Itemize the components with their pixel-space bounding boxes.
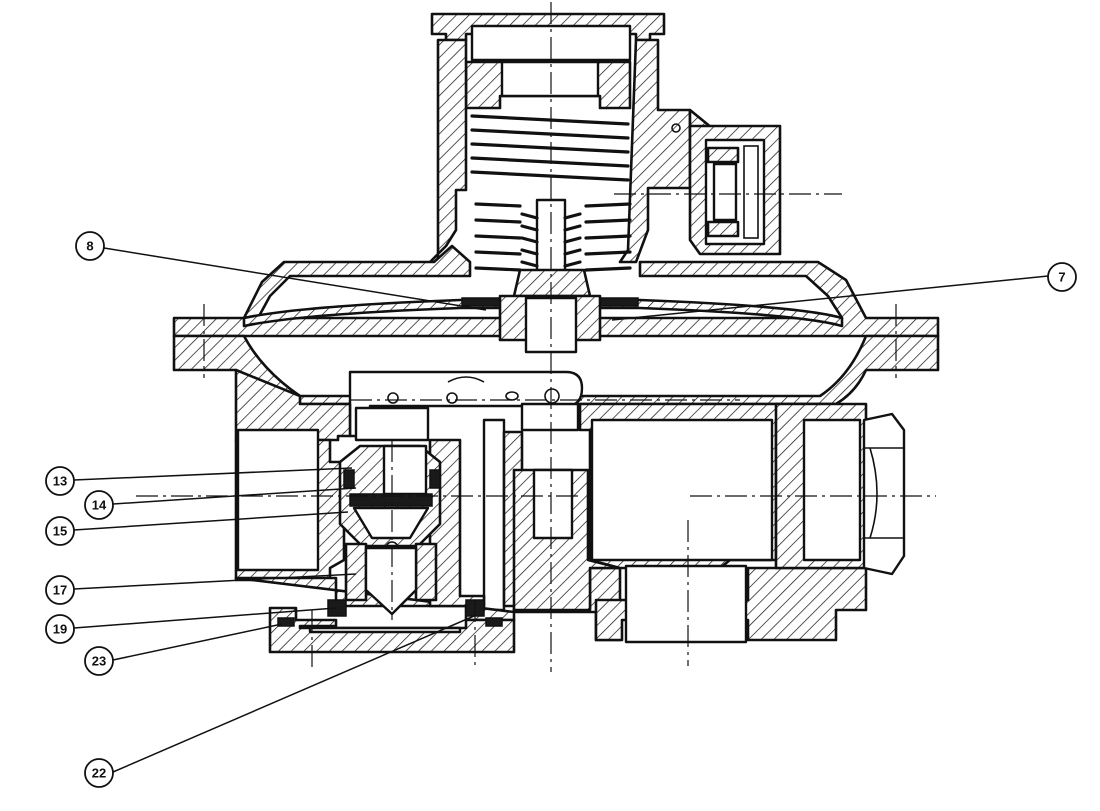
callout-23: 23 <box>84 646 114 676</box>
svg-text:8: 8 <box>86 239 93 254</box>
valve-plug-assembly <box>327 444 485 617</box>
main-spring <box>470 114 632 272</box>
svg-text:14: 14 <box>92 498 107 513</box>
outlet-boss <box>774 402 906 576</box>
callout-22: 22 <box>84 758 114 788</box>
callout-8: 8 <box>75 231 105 261</box>
callout-13: 13 <box>45 466 75 496</box>
center-lines <box>136 2 936 672</box>
vent-housing <box>671 123 782 256</box>
lever-mechanism <box>348 370 584 612</box>
svg-text:15: 15 <box>53 524 67 539</box>
svg-text:13: 13 <box>53 474 67 489</box>
callout-14: 14 <box>84 490 114 520</box>
valve-body <box>234 368 868 644</box>
svg-text:7: 7 <box>1058 270 1065 285</box>
callout-17: 17 <box>45 575 75 605</box>
bottom-cover <box>268 606 516 654</box>
callout-19: 19 <box>45 614 75 644</box>
svg-text:17: 17 <box>53 583 67 598</box>
leader-lines <box>73 247 1049 773</box>
callout-15: 15 <box>45 516 75 546</box>
callout-7: 7 <box>1047 262 1077 292</box>
diaphragm <box>242 294 844 354</box>
spring-adjusting-screw <box>464 60 632 110</box>
svg-text:19: 19 <box>53 622 67 637</box>
svg-text:23: 23 <box>92 654 106 669</box>
svg-text:22: 22 <box>92 766 106 781</box>
